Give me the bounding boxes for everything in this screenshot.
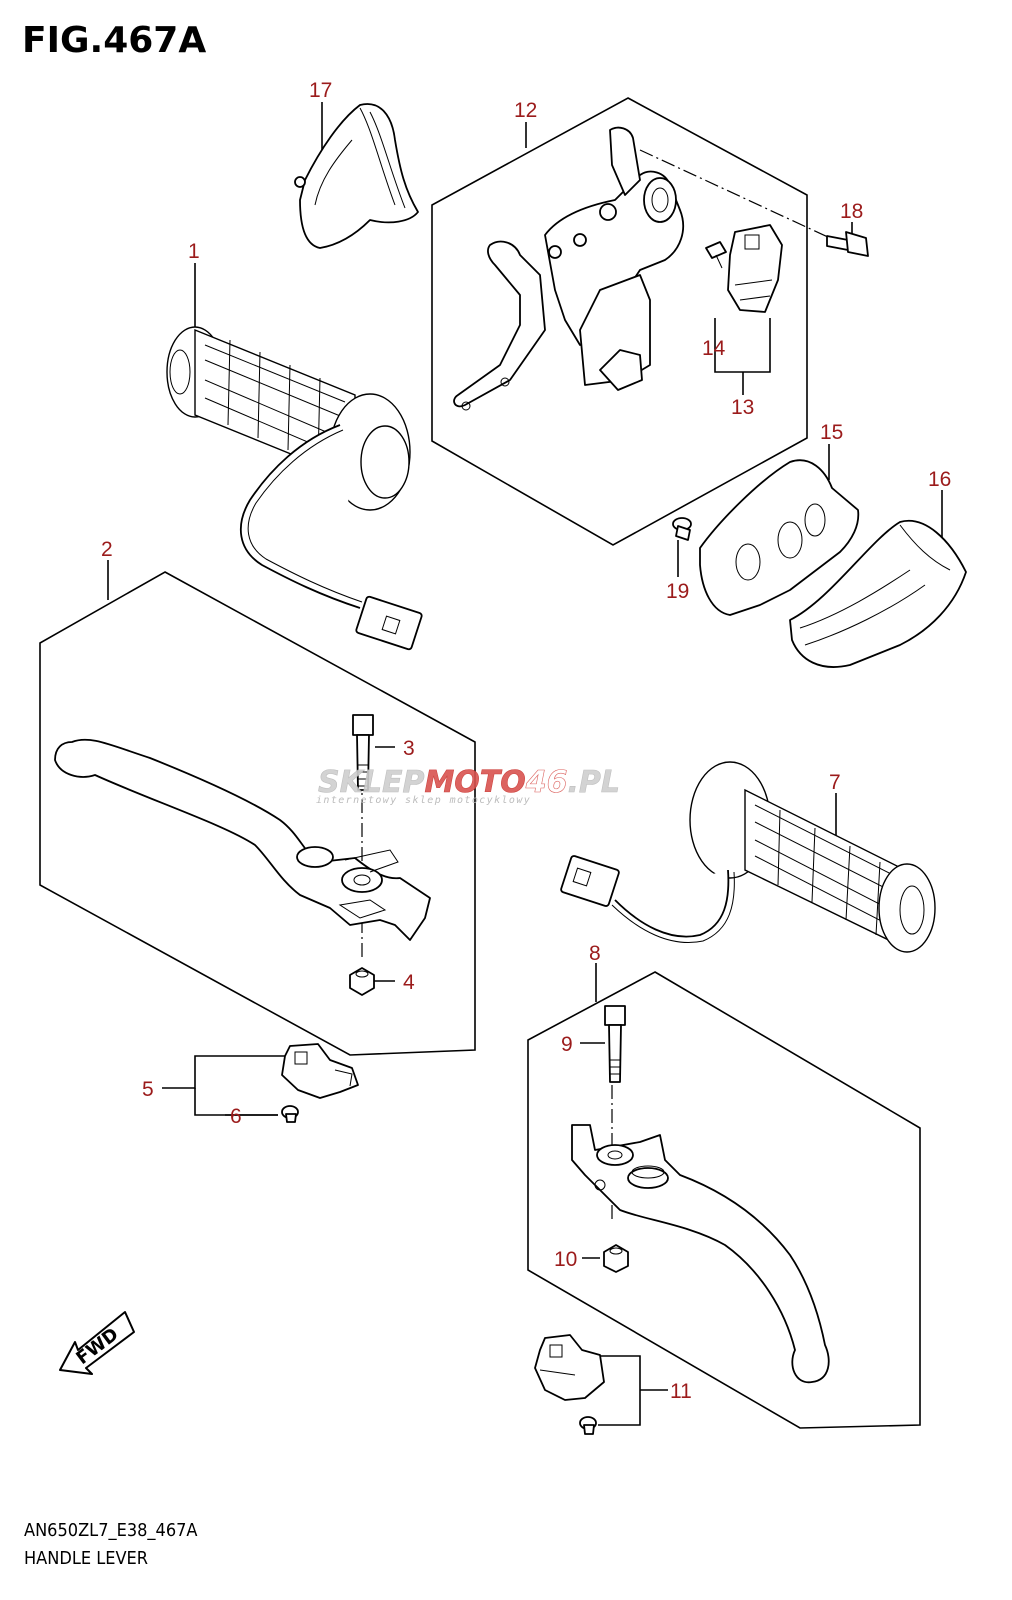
- group-box-12: [431, 97, 808, 546]
- part-12-lever-bracket: [453, 126, 685, 411]
- part-6-screw: [281, 1105, 299, 1123]
- part-5-switch: [281, 1043, 359, 1099]
- callout-16: 16: [928, 468, 951, 491]
- callout-15: 15: [820, 421, 843, 444]
- watermark-pl: .PL: [568, 765, 621, 800]
- callout-10: 10: [554, 1248, 577, 1271]
- callout-3: 3: [403, 737, 415, 760]
- part-13-switch: [727, 224, 783, 313]
- part-3-bolt: [352, 714, 374, 791]
- part-11-switch: [534, 1334, 605, 1401]
- part-19-screw: [672, 517, 692, 541]
- callout-2: 2: [101, 538, 113, 561]
- callout-13: 13: [731, 396, 754, 419]
- callout-17: 17: [309, 79, 332, 102]
- part-8-right-lever: [571, 1124, 830, 1384]
- part-7-right-grip: [560, 761, 936, 953]
- watermark: SKLEPMOTO46.PL internetowy sklep motocyk…: [316, 765, 620, 806]
- figure-title: FIG.467A: [22, 20, 207, 61]
- fwd-arrow-icon: FWD: [59, 1311, 135, 1375]
- callouts: 1 2 3 4 5 6 7 8 9 10 11 12 13 14 15 16 1…: [101, 79, 951, 1403]
- group-box-2: [39, 571, 476, 1056]
- watermark-46: 46: [525, 765, 568, 800]
- callout-11: 11: [670, 1380, 692, 1403]
- callout-8: 8: [589, 942, 601, 965]
- callout-19: 19: [666, 580, 689, 603]
- part-1-left-grip: [166, 326, 423, 651]
- callout-6: 6: [230, 1105, 242, 1128]
- watermark-sklep: SKLEP: [318, 765, 424, 800]
- callout-5: 5: [142, 1078, 154, 1101]
- watermark-moto: MOTO: [424, 765, 525, 800]
- group-box-8: [527, 971, 921, 1429]
- callout-14: 14: [702, 337, 726, 360]
- part-10-nut: [603, 1244, 629, 1273]
- callout-12: 12: [514, 99, 537, 122]
- callout-9: 9: [561, 1033, 573, 1056]
- callout-7: 7: [829, 771, 841, 794]
- part-17-lever-cover: [294, 103, 419, 249]
- svg-text:SKLEPMOTO46.PL: SKLEPMOTO46.PL: [318, 765, 620, 800]
- part-18-bolt: [826, 231, 869, 257]
- part-16-knuckle-guard: [789, 519, 967, 668]
- leader-lines: [107, 102, 943, 1426]
- part-4-nut: [349, 967, 375, 996]
- callout-1: 1: [188, 240, 200, 263]
- callout-18: 18: [840, 200, 863, 223]
- callout-4: 4: [403, 971, 415, 994]
- part-2-left-lever: [54, 738, 431, 941]
- part-14-screw: [705, 241, 727, 269]
- figure-code: AN650ZL7_E38_467A: [24, 1520, 198, 1541]
- part-15-guard-mount: [699, 459, 860, 616]
- figure-name: HANDLE LEVER: [24, 1548, 149, 1569]
- part-9-bolt: [604, 1005, 626, 1083]
- watermark-tagline: internetowy sklep motocyklowy: [316, 795, 531, 806]
- part-11-screw: [579, 1416, 597, 1435]
